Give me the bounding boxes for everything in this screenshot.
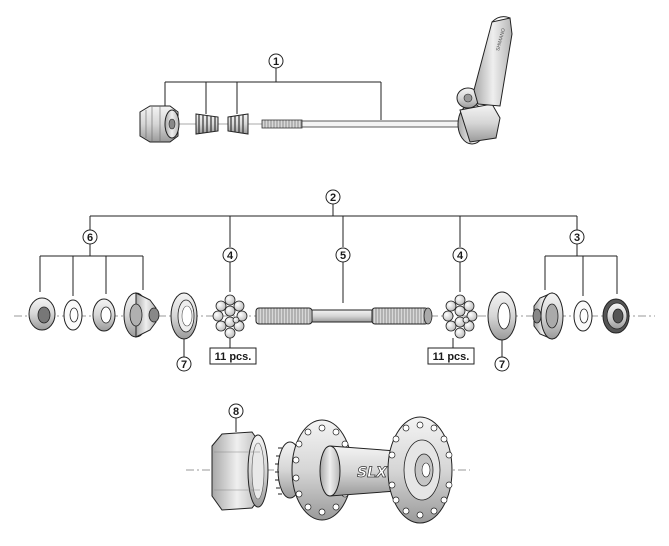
qr-adjusting-nut bbox=[139, 105, 180, 143]
callout-8: 8 bbox=[228, 403, 244, 432]
washer-right bbox=[573, 300, 593, 332]
ball-bearings-right bbox=[442, 294, 478, 339]
svg-text:11 pcs.: 11 pcs. bbox=[215, 351, 252, 363]
callout-4-right: 4 bbox=[452, 247, 468, 292]
qr-skewer-rod bbox=[301, 120, 461, 128]
washer-left-1 bbox=[63, 299, 83, 331]
dust-cap-right bbox=[487, 291, 517, 341]
callout-5: 5 bbox=[335, 247, 351, 303]
hub-body: SLX bbox=[275, 416, 453, 524]
svg-text:4: 4 bbox=[227, 250, 234, 262]
svg-text:5: 5 bbox=[340, 250, 346, 262]
dust-cap-left bbox=[170, 292, 198, 340]
hub-axle bbox=[255, 307, 433, 325]
lock-nut-left bbox=[28, 297, 56, 331]
svg-text:3: 3 bbox=[574, 232, 580, 244]
hub-cup-ring bbox=[211, 431, 269, 511]
quantity-box-left: 11 pcs. bbox=[209, 338, 257, 365]
callout-3-bracket bbox=[544, 244, 618, 296]
svg-text:1: 1 bbox=[273, 56, 279, 68]
lock-nut-right bbox=[602, 298, 630, 334]
svg-text:8: 8 bbox=[233, 406, 239, 418]
callout-3: 3 bbox=[569, 229, 585, 245]
callout-2-bracket bbox=[89, 204, 578, 247]
callout-1: 1 bbox=[268, 53, 284, 69]
callout-2: 2 bbox=[325, 189, 341, 205]
cone-right bbox=[532, 292, 564, 340]
qr-spring-left bbox=[195, 113, 219, 135]
qr-skewer-thread bbox=[261, 119, 303, 129]
svg-text:7: 7 bbox=[181, 359, 187, 371]
ball-bearings-left bbox=[212, 294, 248, 339]
callout-4-left: 4 bbox=[222, 247, 238, 292]
svg-text:6: 6 bbox=[87, 232, 93, 244]
quantity-box-right: 11 pcs. bbox=[427, 338, 475, 365]
callout-6-bracket bbox=[39, 244, 144, 296]
cone-left bbox=[123, 292, 160, 338]
svg-text:SLX: SLX bbox=[357, 465, 388, 481]
svg-text:2: 2 bbox=[330, 192, 336, 204]
callout-6: 6 bbox=[82, 229, 98, 245]
qr-spring-right bbox=[227, 113, 249, 135]
right-flange-holes bbox=[388, 421, 453, 519]
svg-text:SHIMANO: SHIMANO bbox=[495, 28, 507, 52]
svg-text:4: 4 bbox=[457, 250, 464, 262]
callout-7-right: 7 bbox=[494, 340, 510, 372]
svg-text:11 pcs.: 11 pcs. bbox=[433, 351, 470, 363]
callout-1-bracket bbox=[164, 68, 382, 120]
quick-release-assembly: 1 SHIMANO bbox=[139, 16, 513, 145]
callout-7-left: 7 bbox=[176, 339, 192, 372]
svg-text:7: 7 bbox=[499, 359, 505, 371]
qr-lever: SHIMANO bbox=[456, 16, 513, 145]
spacer-left bbox=[92, 298, 116, 332]
